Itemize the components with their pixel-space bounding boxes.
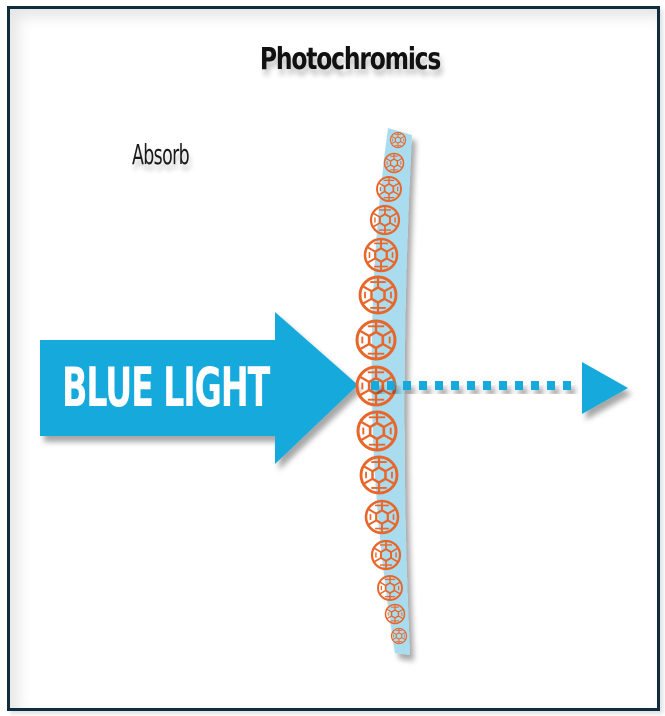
transmitted-arrowhead — [582, 362, 628, 414]
absorb-label: Absorb — [132, 138, 190, 171]
blue-light-label: BLUE LIGHT — [62, 356, 270, 419]
diagram-title: Photochromics — [259, 42, 441, 77]
blue-light-arrow — [40, 312, 358, 464]
transmitted-light-dots — [371, 381, 571, 390]
